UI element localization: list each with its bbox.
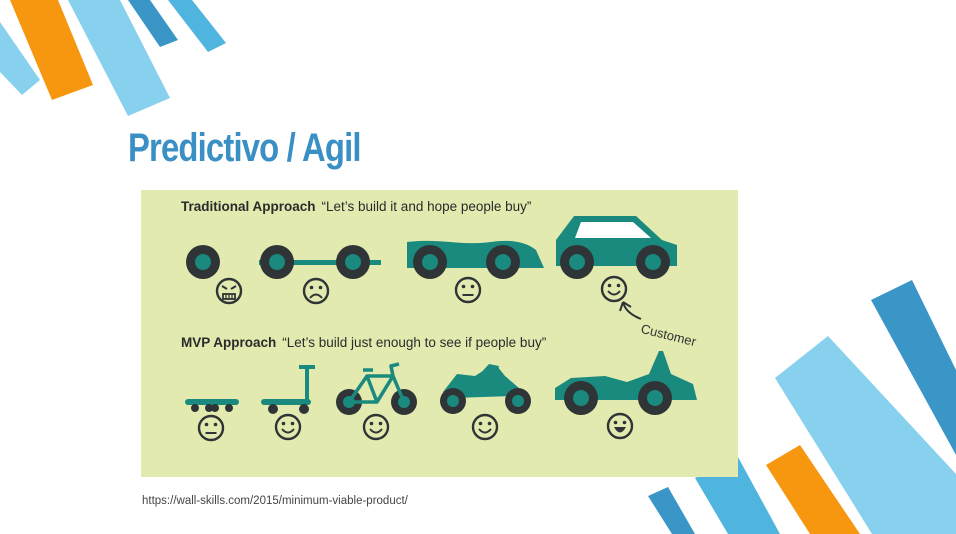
mvp-stage-bicycle [336, 362, 417, 441]
source-url: https://wall-skills.com/2015/minimum-via… [142, 495, 408, 507]
wheel-icon [336, 245, 370, 279]
happy-face-icon [471, 413, 499, 441]
scooter-icon [261, 399, 311, 405]
axle-icon [259, 260, 381, 265]
happy-face-icon [274, 413, 302, 441]
neutral-face-icon [454, 276, 482, 304]
mvp-stage-motorcycle [440, 364, 531, 441]
neutral-face-icon [197, 414, 225, 442]
wheel-icon [486, 245, 520, 279]
wheel-icon [186, 245, 220, 279]
trad-stage-car [556, 216, 677, 320]
angry-face-icon [215, 277, 243, 305]
bicycle-icon [336, 362, 417, 415]
happy-face-icon [600, 275, 628, 303]
stripe-orange [10, 0, 93, 100]
stripe-orange [766, 445, 860, 534]
traditional-approach-quote: “Let’s build it and hope people buy” [321, 199, 532, 214]
stripe-light-blue [775, 336, 956, 534]
stripe-light-blue [68, 0, 170, 116]
trad-stage-axle [259, 245, 381, 305]
mvp-stage-scooter [261, 365, 315, 441]
stripe-light-blue [0, 22, 40, 95]
mvp-approach-heading: MVP Approach [181, 335, 277, 350]
car-window-icon [575, 222, 651, 238]
traditional-approach-caption: Traditional Approach “Let’s build it and … [181, 199, 531, 214]
slide-title: Predictivo / Agil [128, 126, 362, 170]
sad-face-icon [302, 277, 330, 305]
mvp-approach-quote: “Let’s build just enough to see if peopl… [282, 335, 547, 350]
stripe-dark-blue [871, 280, 956, 455]
stripe-mid-blue [168, 0, 226, 52]
mvp-diagram: Traditional Approach “Let’s build it and … [141, 190, 738, 477]
happy-face-icon [362, 413, 390, 441]
skateboard-icon [185, 399, 239, 405]
mvp-stage-skateboard [185, 399, 239, 442]
wheel-icon [413, 245, 447, 279]
delighted-face-icon [606, 412, 634, 440]
convertible-car-icon [555, 351, 697, 415]
mvp-illustration [185, 216, 697, 442]
customer-arrow-icon [619, 301, 642, 320]
motorcycle-icon [440, 364, 531, 414]
traditional-approach-heading: Traditional Approach [181, 199, 316, 214]
wheel-icon [260, 245, 294, 279]
mvp-approach-caption: MVP Approach “Let’s build just enough to … [181, 335, 546, 350]
trad-stage-car-body [407, 240, 544, 304]
stripe-dark-blue [648, 487, 695, 534]
stripe-dark-blue [128, 0, 178, 47]
mvp-stage-convertible [555, 351, 697, 440]
trad-stage-wheel [186, 245, 243, 305]
